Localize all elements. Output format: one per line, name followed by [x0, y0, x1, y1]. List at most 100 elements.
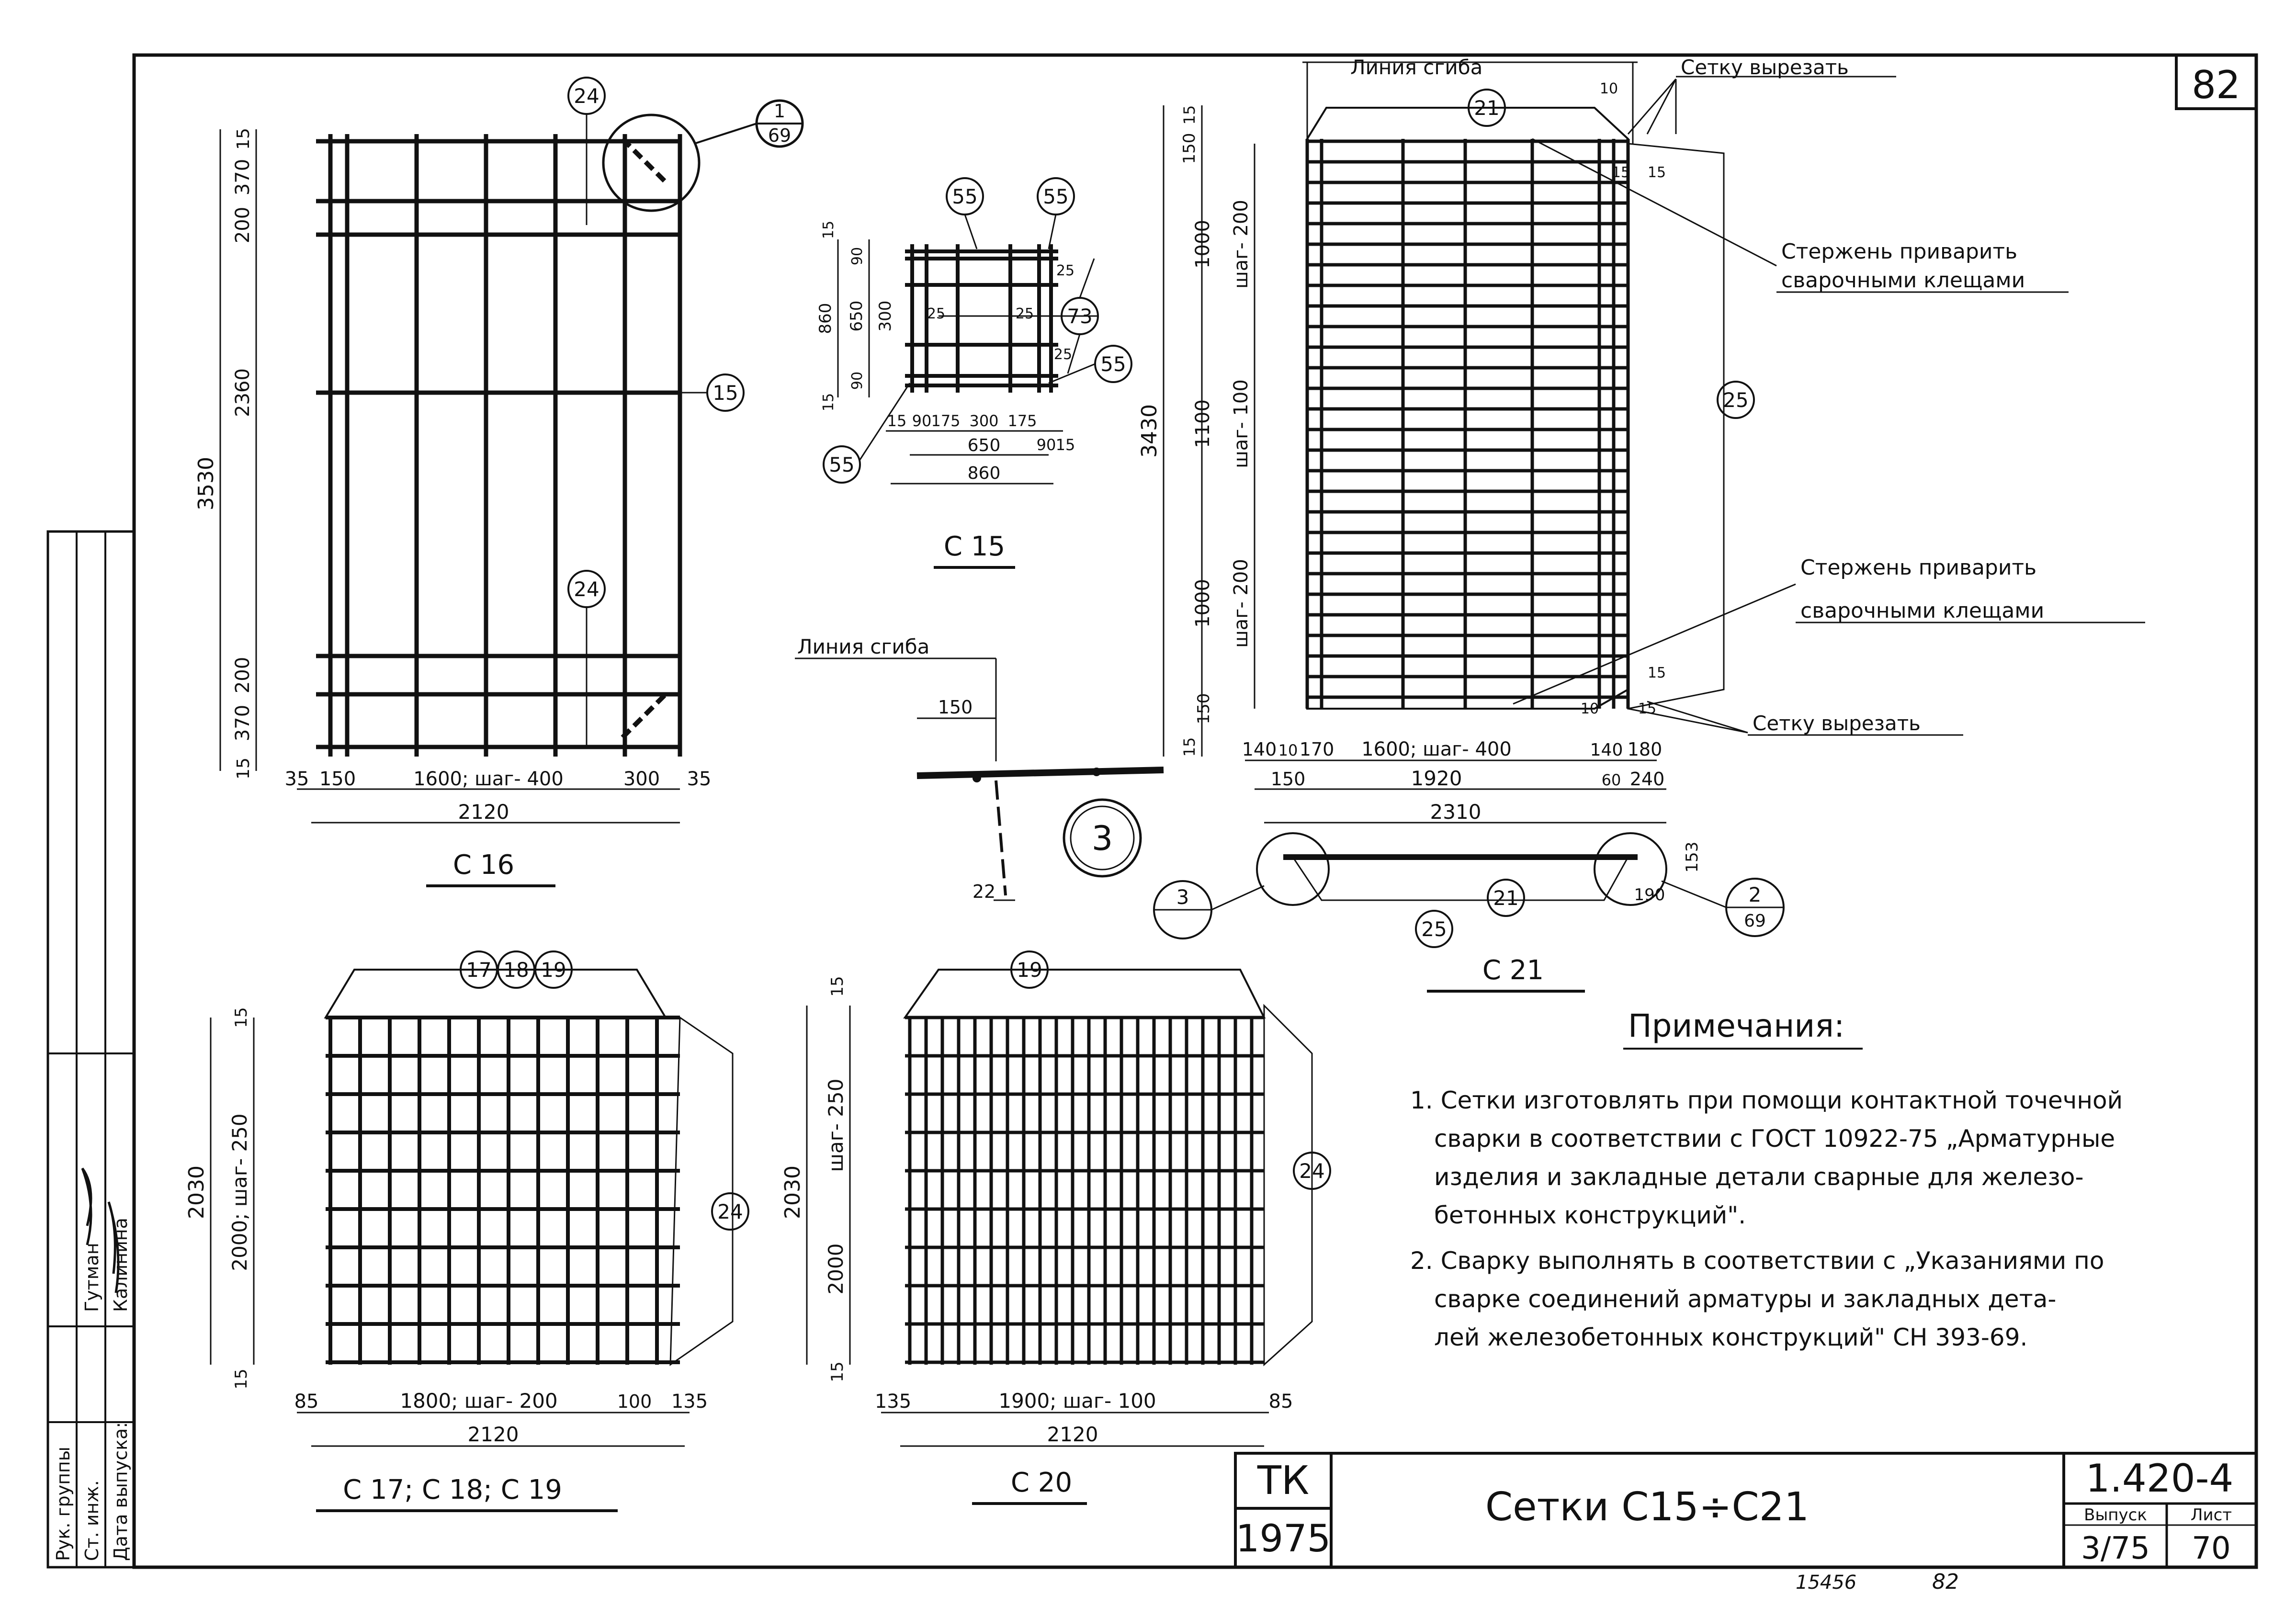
sheet-title: Сетки С15÷С21 — [1485, 1484, 1809, 1530]
svg-text:140: 140 — [1242, 739, 1277, 760]
c17-height: 2030 — [184, 1165, 209, 1219]
bend-detail-marker — [1063, 798, 1142, 878]
sheet-number: 82 — [2192, 63, 2240, 107]
svg-text:17: 17 — [466, 958, 491, 982]
svg-text:240: 240 — [1630, 769, 1665, 790]
svg-text:35: 35 — [285, 768, 309, 790]
notes-line-5: 2. Сварку выполнять в соответствии с „Ук… — [1410, 1247, 2104, 1275]
c21-callout-21-section — [1487, 879, 1525, 917]
svg-text:1000: 1000 — [1192, 579, 1214, 628]
svg-text:шаг- 200: шаг- 200 — [1230, 559, 1252, 648]
c15-callout-55-d — [823, 445, 861, 484]
c21-callout-21-top — [1468, 89, 1506, 127]
svg-text:25: 25 — [1054, 346, 1072, 363]
svg-text:370: 370 — [232, 159, 254, 195]
issue-label: Выпуск — [2084, 1505, 2147, 1525]
svg-text:175: 175 — [931, 412, 960, 430]
bend-detail: Линия сгиба 150 22 3 — [795, 635, 1164, 902]
notes-title: Примечания: — [1628, 1007, 1844, 1044]
svg-text:300: 300 — [969, 412, 998, 430]
svg-text:24: 24 — [574, 577, 599, 601]
notes-line-7: лей железобетонных конструкций" СН 393-6… — [1434, 1323, 2027, 1351]
svg-text:55: 55 — [952, 185, 977, 208]
svg-text:15: 15 — [234, 128, 253, 150]
stamp-tk: ТК — [1257, 1458, 1309, 1504]
bend-detail-label: Линия сгиба — [797, 635, 929, 658]
c20-title: С 20 — [1011, 1467, 1072, 1498]
svg-text:15: 15 — [713, 381, 738, 405]
svg-text:шаг- 200: шаг- 200 — [1230, 200, 1252, 289]
svg-text:25: 25 — [1056, 262, 1074, 279]
doc-code: 1.420-4 — [2086, 1456, 2234, 1501]
svg-text:3: 3 — [1176, 885, 1189, 909]
title-block: ТК 1975 Сетки С15÷С21 1.420-4 Выпуск Лис… — [1234, 1452, 2258, 1569]
svg-text:15: 15 — [234, 758, 253, 780]
svg-text:300: 300 — [876, 301, 895, 332]
svg-text:19: 19 — [541, 958, 566, 982]
svg-text:15: 15 — [1056, 436, 1075, 454]
c17-annotations: 17 18 19 24 2030 15 2000; шаг- 250 15 85… — [184, 950, 749, 1512]
svg-text:175: 175 — [1007, 412, 1037, 430]
svg-text:860: 860 — [968, 464, 1001, 483]
sign-row-engineer: Ст. инж. — [81, 1480, 102, 1561]
notes-block: Примечания: 1. Сетки изготовлять при пом… — [1410, 1007, 2123, 1351]
svg-text:140: 140 — [1590, 740, 1623, 760]
svg-text:19: 19 — [1017, 958, 1042, 982]
page-label: Лист — [2191, 1505, 2232, 1525]
svg-text:150: 150 — [1271, 769, 1306, 790]
svg-text:15: 15 — [1648, 164, 1666, 181]
svg-text:60: 60 — [1602, 771, 1621, 789]
svg-text:24: 24 — [574, 84, 599, 108]
svg-text:135: 135 — [671, 1391, 708, 1413]
svg-text:1600; шаг- 400: 1600; шаг- 400 — [413, 768, 564, 790]
svg-text:90: 90 — [1037, 436, 1056, 454]
svg-text:21: 21 — [1493, 886, 1518, 910]
svg-text:15: 15 — [1638, 701, 1656, 717]
c21-bend-label: Линия сгиба — [1350, 56, 1482, 79]
notes-line-3: изделия и закладные детали сварные для ж… — [1434, 1163, 2084, 1191]
svg-text:150: 150 — [1180, 133, 1199, 164]
c15-annotations: 73 25 25 25 25 55 55 55 55 15 90 860 650… — [816, 177, 1132, 569]
issue-value: 3/75 — [2081, 1531, 2150, 1566]
c17-callout-24 — [711, 1192, 749, 1231]
footer-page: 82 — [1932, 1570, 1959, 1594]
c21-mesh-grid — [1305, 139, 1630, 709]
svg-text:25: 25 — [1723, 388, 1748, 412]
c17-mesh-grid — [326, 1016, 680, 1365]
svg-text:15: 15 — [828, 1361, 847, 1382]
svg-text:55: 55 — [1043, 185, 1068, 208]
svg-text:1920: 1920 — [1411, 767, 1462, 790]
svg-text:25: 25 — [927, 305, 945, 322]
svg-text:370: 370 — [232, 705, 254, 741]
svg-text:100: 100 — [617, 1391, 652, 1412]
svg-text:1100: 1100 — [1192, 399, 1214, 448]
notes-line-6: сварке соединений арматуры и закладных д… — [1434, 1285, 2056, 1313]
c20-callout-19 — [1010, 950, 1049, 989]
c16-annotations: 1 69 24 15 24 3530 15 370 200 2360 200 3… — [194, 77, 804, 887]
svg-text:55: 55 — [829, 453, 854, 476]
svg-text:650: 650 — [847, 301, 866, 332]
svg-text:180: 180 — [1628, 739, 1663, 760]
svg-text:90: 90 — [849, 247, 866, 265]
svg-text:1800; шаг- 200: 1800; шаг- 200 — [400, 1389, 557, 1413]
svg-text:10: 10 — [1581, 701, 1599, 717]
svg-text:15: 15 — [1180, 105, 1199, 125]
svg-text:15: 15 — [232, 1007, 251, 1028]
c21-cut-label-top: Сетку вырезать — [1681, 56, 1849, 79]
c17-callout-19 — [534, 950, 573, 989]
svg-text:10: 10 — [1278, 741, 1298, 759]
signature-scribble — [81, 1167, 120, 1293]
sign-row-head: Рук. группы — [53, 1447, 74, 1561]
c21-width: 2310 — [1430, 800, 1482, 824]
signature-block: Рук. группы Ст. инж. Дата выпуска: Гутма… — [46, 530, 136, 1569]
svg-text:2: 2 — [1749, 883, 1762, 906]
c21-weld-note-2a: Стержень приварить — [1800, 555, 2036, 580]
c21-height: 3430 — [1137, 404, 1162, 458]
svg-text:15: 15 — [828, 976, 847, 996]
svg-text:90: 90 — [849, 372, 866, 390]
svg-text:25: 25 — [1016, 305, 1034, 322]
svg-text:150: 150 — [1194, 693, 1213, 724]
svg-text:85: 85 — [294, 1391, 319, 1413]
notes-line-1: 1. Сетки изготовлять при помощи контактн… — [1410, 1086, 2123, 1114]
